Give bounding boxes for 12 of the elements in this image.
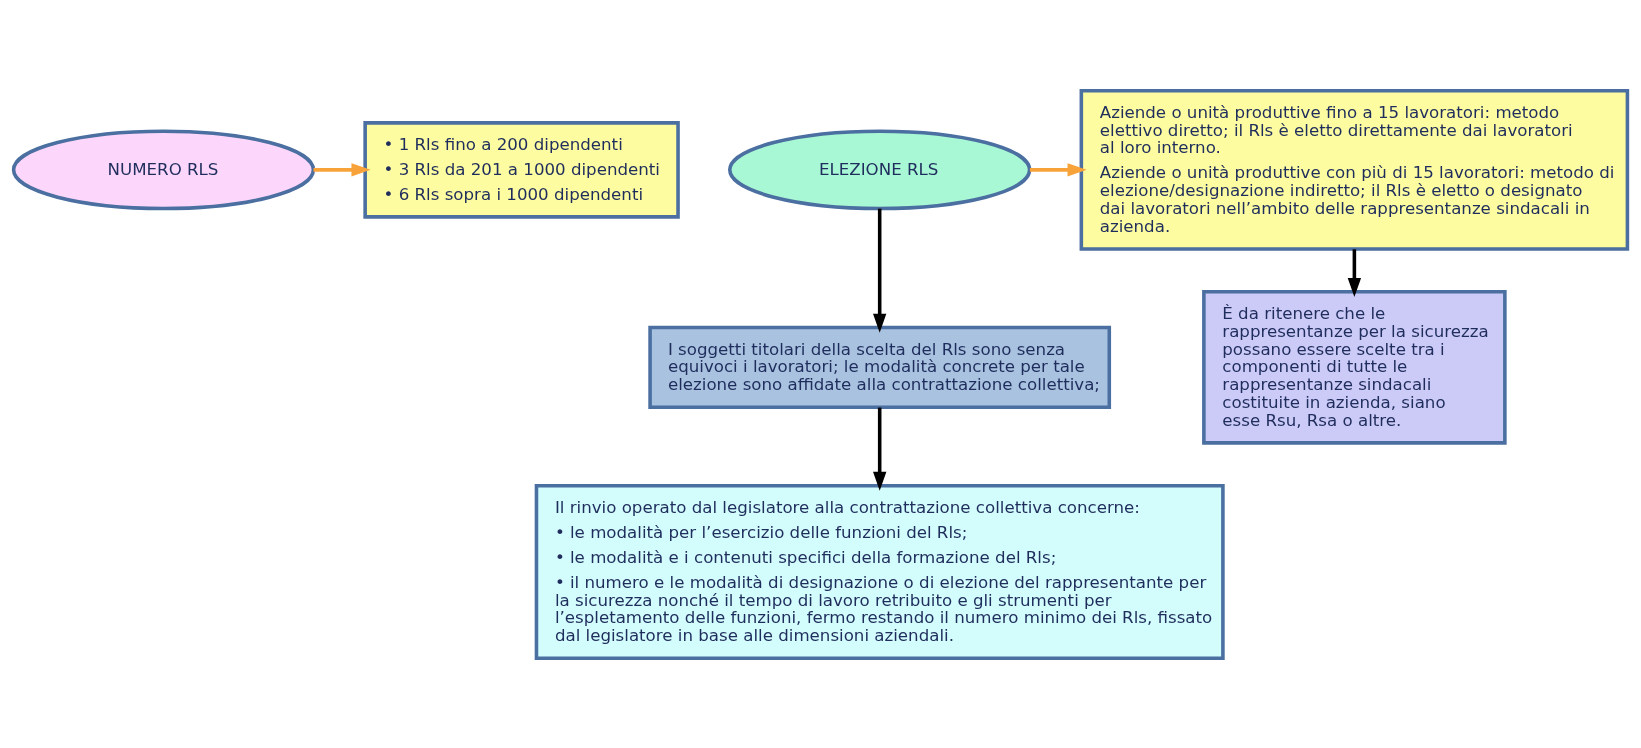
node-ellipse: NUMERO RLS bbox=[11, 128, 316, 210]
node-box: Il rinvio operato dal legislatore alla contrattazione collettiva concerne: • le modalità per l’esercizio delle funzioni del Rls; • le modalità e i contenuti specifici della formazione del Rls; • il numero e le modalità di designazione o di elezione del rappresentante per la sicurezza nonché il tempo di lavoro retribuito e gli strumenti per l’espletamento delle funzioni, fermo restando il numero minimo dei Rls, fissato dal legislatore in base alle dimensioni aziendali. bbox=[534, 483, 1225, 660]
node-box: È da ritenere che le rappresentanze per la sicurezza possano essere scelte tra i componenti di tutte le rappresentanze sindacali costituite in azienda, siano esse Rsu, Rsa o altre. bbox=[1202, 289, 1507, 445]
node-box: • 1 Rls fino a 200 dipendenti • 3 Rls da 201 a 1000 dipendenti • 6 Rls sopra i 1000 dipendenti bbox=[363, 120, 680, 219]
node-box: Aziende o unità produttive fino a 15 lavoratori: metodo elettivo diretto; il Rls è eletto direttamente dai lavoratori al loro interno. Aziende o unità produttive con più di 15 lavoratori: metodo di elezione/designazione indiretto; il Rls è eletto o designato dai lavoratori nell’ambito delle rappresentanze sindacali in azienda. bbox=[1079, 88, 1630, 251]
arrow bbox=[1347, 248, 1362, 297]
arrow bbox=[1029, 162, 1087, 177]
arrow bbox=[873, 208, 887, 333]
arrow bbox=[873, 407, 887, 491]
node-box: I soggetti titolari della scelta del Rls sono senza equivoci i lavoratori; le modalità concrete per tale elezione sono affidate alla contrattazione collettiva; bbox=[648, 325, 1112, 409]
arrow bbox=[313, 162, 371, 177]
node-ellipse: ELEZIONE RLS bbox=[728, 128, 1032, 210]
